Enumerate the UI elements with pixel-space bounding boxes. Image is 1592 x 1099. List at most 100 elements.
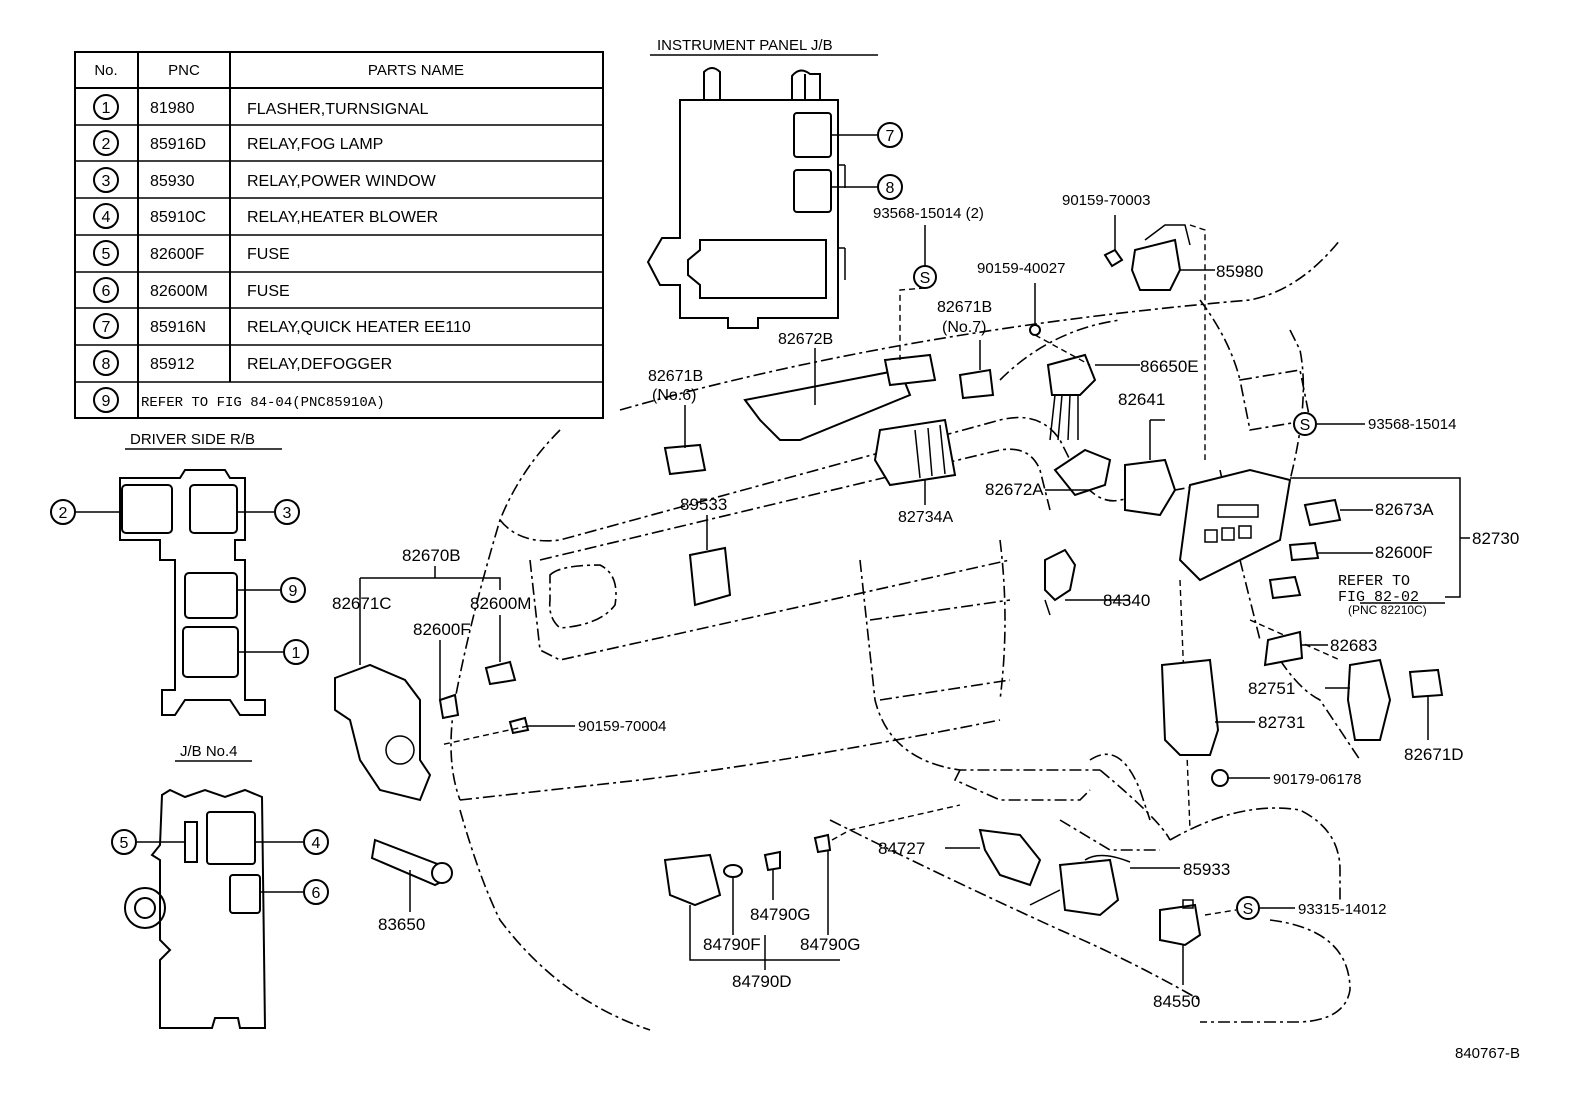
label-pnc-82210c: (PNC 82210C) — [1348, 603, 1427, 617]
row-parts-name: RELAY,DEFOGGER — [247, 356, 392, 373]
row-pnc: 82600M — [150, 283, 208, 300]
part-shapes — [334, 224, 1444, 947]
row-number: 9 — [102, 393, 111, 410]
callout-4: 4 — [312, 835, 321, 852]
s-mark: S — [1243, 901, 1254, 918]
label-82671c: 82671C — [332, 594, 392, 613]
label-90159-40027: 90159-40027 — [977, 260, 1065, 277]
label-82600m: 82600M — [470, 594, 531, 613]
row-pnc: 85910C — [150, 209, 206, 226]
callout-6: 6 — [312, 885, 321, 902]
label-82672a: 82672A — [985, 480, 1044, 499]
label-90159-70004: 90159-70004 — [578, 718, 666, 735]
instrument-panel-jb: INSTRUMENT PANEL J/B 7 8 — [646, 37, 903, 329]
row-parts-name: FUSE — [247, 283, 290, 300]
label-refer-to: REFER TO — [1338, 573, 1410, 590]
jb-no4-title: J/B No.4 — [180, 743, 238, 760]
table-row: 7 85916N RELAY,QUICK HEATER EE110 — [93, 313, 471, 339]
callout-2: 2 — [59, 505, 68, 522]
label-no7: (No.7) — [942, 319, 986, 336]
row-number: 7 — [102, 319, 111, 336]
instrument-panel-jb-title: INSTRUMENT PANEL J/B — [657, 37, 833, 54]
row-number: 8 — [102, 356, 111, 373]
dashboard-outline — [450, 239, 1361, 1031]
label-82751: 82751 — [1248, 679, 1295, 698]
label-85933: 85933 — [1183, 860, 1230, 879]
table-row: 9 REFER TO FIG 84-04(PNC85910A) — [93, 387, 385, 413]
row-parts-name: FUSE — [247, 246, 290, 263]
row-parts-name: FLASHER,TURNSIGNAL — [247, 101, 428, 118]
jb-no4: J/B No.4 5 4 6 — [111, 743, 329, 1029]
label-fig-82-02: FIG 82-02 — [1338, 589, 1419, 606]
row-parts-name: RELAY,QUICK HEATER EE110 — [247, 319, 471, 336]
callout-9: 9 — [289, 583, 298, 600]
table-row: 1 81980 FLASHER,TURNSIGNAL — [93, 94, 428, 120]
callout-5: 5 — [120, 835, 129, 852]
row-pnc: 81980 — [150, 100, 195, 117]
label-93568-15014-2: 93568-15014 (2) — [873, 205, 984, 222]
label-89533: 89533 — [680, 495, 727, 514]
label-90179-06178: 90179-06178 — [1273, 771, 1361, 788]
label-84790d: 84790D — [732, 972, 792, 991]
label-82734a: 82734A — [898, 509, 953, 526]
label-90159-70003: 90159-70003 — [1062, 192, 1150, 209]
s-mark-badges: S S S — [913, 265, 1317, 920]
label-82731: 82731 — [1258, 713, 1305, 732]
label-no6: (No.6) — [652, 387, 696, 404]
driver-side-rb: DRIVER SIDE R/B 2 3 9 1 — [50, 431, 309, 716]
row-pnc: 85916N — [150, 319, 206, 336]
label-84790f: 84790F — [703, 935, 761, 954]
label-83650: 83650 — [378, 915, 425, 934]
row-number: 3 — [102, 173, 111, 190]
label-84790g-a: 84790G — [750, 905, 811, 924]
row-number: 2 — [102, 136, 111, 153]
table-row: 2 85916D RELAY,FOG LAMP — [93, 130, 383, 156]
table-row: 8 85912 RELAY,DEFOGGER — [93, 350, 392, 376]
s-mark: S — [1300, 417, 1311, 434]
callout-8: 8 — [886, 180, 895, 197]
label-86650e: 86650E — [1140, 357, 1199, 376]
callout-3: 3 — [283, 505, 292, 522]
row-parts-name: RELAY,POWER WINDOW — [247, 173, 437, 190]
table-header-no: No. — [94, 62, 117, 79]
row-number: 5 — [102, 246, 111, 263]
table-header-pnc: PNC — [168, 62, 200, 79]
row-pnc: 85916D — [150, 136, 206, 153]
label-82671b-no7: 82671B — [937, 299, 992, 316]
leader-lines — [359, 215, 1470, 985]
row-number: 1 — [102, 100, 111, 117]
label-82730: 82730 — [1472, 529, 1519, 548]
row-number: 4 — [102, 209, 111, 226]
label-82672b: 82672B — [778, 331, 833, 348]
driver-side-rb-title: DRIVER SIDE R/B — [130, 431, 255, 448]
callout-1: 1 — [292, 645, 301, 662]
table-row: 4 85910C RELAY,HEATER BLOWER — [93, 203, 438, 229]
table-row: 6 82600M FUSE — [93, 277, 290, 303]
row-parts-name: REFER TO FIG 84-04(PNC85910A) — [141, 395, 385, 411]
s-mark: S — [920, 270, 931, 287]
label-82671b-no6: 82671B — [648, 368, 703, 385]
row-parts-name: RELAY,FOG LAMP — [247, 136, 383, 153]
parts-table: No. PNC PARTS NAME 1 81980 FLASHER,TURNS… — [74, 51, 604, 419]
figure-id: 840767-B — [1455, 1045, 1520, 1062]
label-84340: 84340 — [1103, 591, 1150, 610]
label-82683: 82683 — [1330, 636, 1377, 655]
table-row: 3 85930 RELAY,POWER WINDOW — [93, 167, 437, 193]
label-93315-14012: 93315-14012 — [1298, 901, 1386, 918]
table-header-parts-name: PARTS NAME — [368, 62, 464, 79]
label-82641: 82641 — [1118, 390, 1165, 409]
label-82600f-right: 82600F — [1375, 543, 1433, 562]
label-85980: 85980 — [1216, 262, 1263, 281]
row-pnc: 85930 — [150, 173, 195, 190]
row-number: 6 — [102, 283, 111, 300]
row-pnc: 82600F — [150, 246, 204, 263]
label-93568-15014: 93568-15014 — [1368, 416, 1456, 433]
label-84727: 84727 — [878, 839, 925, 858]
callout-7: 7 — [886, 128, 895, 145]
label-84790g-b: 84790G — [800, 935, 861, 954]
row-parts-name: RELAY,HEATER BLOWER — [247, 209, 438, 226]
table-row: 5 82600F FUSE — [93, 240, 290, 266]
part-labels: 93568-15014 (2) 90159-70003 90159-40027 … — [332, 192, 1520, 1062]
row-pnc: 85912 — [150, 356, 195, 373]
